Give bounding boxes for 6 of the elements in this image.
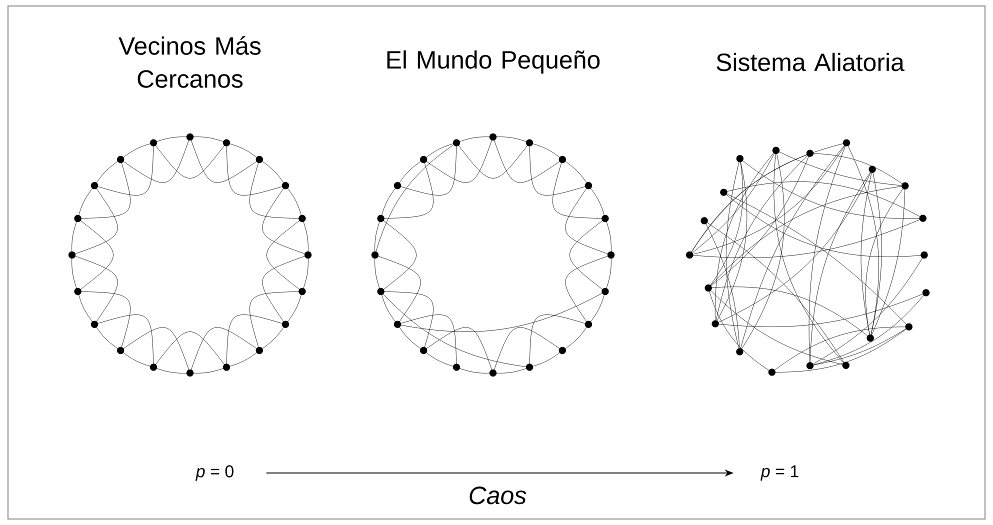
- edge-label: Caos: [470, 486, 526, 504]
- parameter-label: p = 0: [195, 465, 234, 481]
- parameter-label: p = 1: [760, 465, 798, 481]
- network-title: Vecinos Más Cercanos: [118, 36, 261, 88]
- network-title: Sistema Aliatoria: [716, 52, 904, 72]
- network-title: El Mundo Pequeño: [387, 50, 600, 74]
